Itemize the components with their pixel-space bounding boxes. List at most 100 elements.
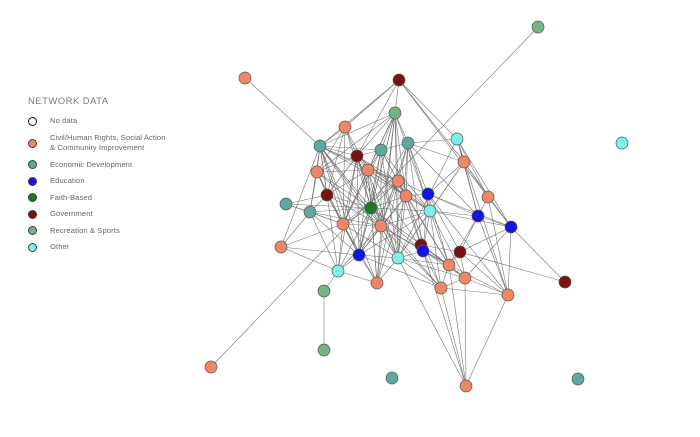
graph-node[interactable]	[361, 163, 375, 177]
graph-node[interactable]	[571, 372, 585, 386]
graph-edge	[280, 223, 344, 248]
graph-node[interactable]	[338, 120, 352, 134]
graph-node[interactable]	[399, 189, 413, 203]
graph-node[interactable]	[350, 149, 364, 163]
graph-node[interactable]	[401, 136, 415, 150]
graph-edge	[337, 270, 378, 284]
graph-node[interactable]	[331, 264, 345, 278]
legend-swatch-icon	[28, 226, 37, 236]
graph-node[interactable]	[320, 188, 334, 202]
graph-node[interactable]	[481, 190, 495, 204]
legend-entry-label: No data	[50, 116, 78, 125]
graph-node[interactable]	[442, 258, 456, 272]
graph-node[interactable]	[374, 143, 388, 157]
graph-edge	[397, 257, 467, 387]
graph-node[interactable]	[458, 271, 472, 285]
graph-edge	[342, 169, 369, 225]
graph-edge	[397, 180, 431, 212]
graph-edge	[459, 251, 566, 283]
graph-edge	[429, 210, 450, 266]
graph-node[interactable]	[471, 209, 485, 223]
graph-node[interactable]	[391, 174, 405, 188]
graph-edge	[342, 223, 399, 259]
graph-edge	[456, 138, 489, 198]
graph-node[interactable]	[303, 205, 317, 219]
graph-node[interactable]	[501, 288, 515, 302]
graph-edge	[429, 210, 442, 289]
graph-node[interactable]	[531, 20, 545, 34]
graph-node[interactable]	[364, 201, 378, 215]
graph-edge	[380, 112, 396, 227]
graph-node[interactable]	[450, 132, 464, 146]
graph-edge	[407, 142, 479, 217]
legend-entry-label: Recreation & Sports	[50, 225, 120, 235]
graph-node[interactable]	[279, 197, 293, 211]
graph-edge	[407, 142, 429, 195]
graph-node[interactable]	[392, 73, 406, 87]
graph-edge	[280, 246, 339, 272]
graph-edge	[440, 287, 467, 387]
graph-nodes-layer	[204, 20, 629, 393]
graph-edge	[316, 171, 382, 227]
legend-entry[interactable]: No data	[28, 116, 188, 127]
graph-node[interactable]	[421, 187, 435, 201]
graph-edge	[427, 161, 465, 195]
graph-node[interactable]	[317, 343, 331, 357]
graph-node[interactable]	[423, 204, 437, 218]
graph-edge	[316, 169, 369, 173]
graph-node[interactable]	[374, 219, 388, 233]
graph-node[interactable]	[388, 106, 402, 120]
graph-node[interactable]	[310, 165, 324, 179]
graph-edge	[397, 195, 407, 259]
graph-node[interactable]	[457, 155, 471, 169]
graph-edge	[405, 195, 450, 266]
legend-swatch-cell	[28, 116, 50, 126]
legend-entry-label: Faith-Based	[50, 192, 93, 202]
graph-node[interactable]	[434, 281, 448, 295]
graph-edge	[356, 155, 360, 256]
legend-entry[interactable]: Education	[28, 176, 188, 187]
graph-node[interactable]	[204, 360, 218, 374]
graph-node[interactable]	[238, 71, 252, 85]
legend-entry[interactable]: Other	[28, 242, 188, 253]
graph-edge	[376, 225, 382, 284]
graph-edge	[309, 207, 372, 213]
graph-edge	[427, 193, 479, 217]
graph-edge	[326, 169, 369, 196]
graph-node[interactable]	[274, 240, 288, 254]
graph-edge	[448, 264, 467, 387]
graph-node[interactable]	[416, 244, 430, 258]
graph-node[interactable]	[558, 275, 572, 289]
graph-edge	[367, 169, 431, 212]
graph-node[interactable]	[336, 217, 350, 231]
graph-node[interactable]	[313, 139, 327, 153]
legend-entry[interactable]: Civil/Human Rights, Social Action & Comm…	[28, 133, 188, 154]
graph-edge	[464, 277, 467, 387]
graph-edge	[448, 264, 509, 296]
legend-entry[interactable]: Government	[28, 209, 188, 220]
graph-node[interactable]	[352, 248, 366, 262]
graph-node[interactable]	[459, 379, 473, 393]
graph-edge	[319, 112, 396, 147]
legend-swatch-cell	[28, 226, 50, 236]
graph-node[interactable]	[453, 245, 467, 259]
graph-edge	[319, 145, 358, 157]
legend-entry[interactable]: Faith-Based	[28, 193, 188, 204]
legend-entry[interactable]: Recreation & Sports	[28, 226, 188, 237]
graph-edge	[427, 193, 461, 253]
graph-node[interactable]	[391, 251, 405, 265]
legend-entry[interactable]: Economic Development	[28, 160, 188, 171]
graph-node[interactable]	[370, 276, 384, 290]
graph-edge	[326, 155, 358, 196]
graph-node[interactable]	[385, 371, 399, 385]
graph-node[interactable]	[317, 284, 331, 298]
graph-node[interactable]	[615, 136, 629, 150]
legend-swatch-icon	[28, 138, 37, 148]
graph-edge	[316, 155, 358, 173]
graph-node[interactable]	[504, 220, 518, 234]
graph-edge	[507, 226, 512, 296]
graph-edge	[356, 155, 382, 227]
graph-edge	[420, 244, 461, 253]
graph-edge	[380, 225, 442, 289]
